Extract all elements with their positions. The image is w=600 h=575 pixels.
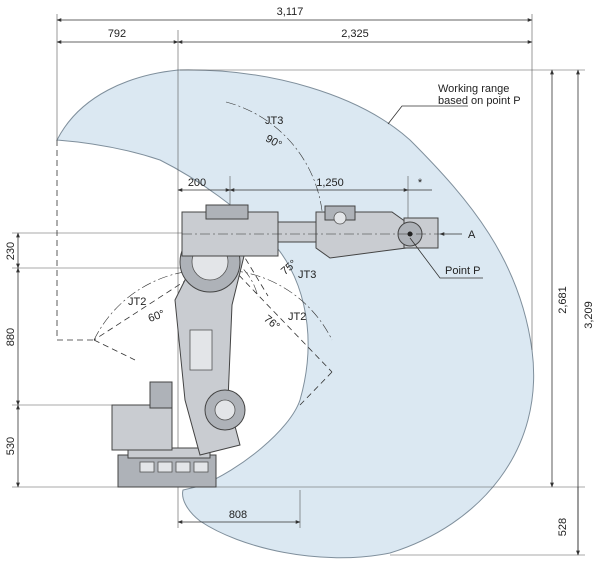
dim-height-880: 880 <box>5 328 17 346</box>
dim-lower-reach: 808 <box>229 509 247 521</box>
point-p-label: Point P <box>445 265 480 277</box>
dim-arm-length: 1,250 <box>316 177 344 189</box>
point-p-leader <box>409 237 483 279</box>
working-range-leader <box>387 105 468 125</box>
jt2-front-line <box>231 267 333 373</box>
jt2-left-angle: 60° <box>147 308 167 325</box>
jt2-left-label: JT2 <box>128 296 146 308</box>
jt2-front-limit <box>299 371 333 406</box>
jt2-right-label: JT2 <box>288 311 306 323</box>
rear-limit-dashed <box>56 140 94 341</box>
jt2-rear-limit <box>93 339 136 361</box>
jt2-right-angle: 76° <box>261 313 281 333</box>
jt3-lower-label: JT3 <box>298 269 316 281</box>
dim-height-2681: 2,681 <box>557 286 569 314</box>
dim-height-3209: 3,209 <box>583 301 595 329</box>
dim-height-230: 230 <box>5 242 17 260</box>
dim-total-width: 3,117 <box>277 6 304 18</box>
dim-height-530: 530 <box>5 437 17 455</box>
dim-rear-reach: 792 <box>108 28 126 40</box>
jt3-upper-label: JT3 <box>265 115 283 127</box>
dim-height-528: 528 <box>557 518 569 536</box>
point-p-marker <box>407 231 413 237</box>
working-range-label: Working range <box>438 83 509 95</box>
view-a-label: A <box>468 229 476 241</box>
dim-jt3-offset: 200 <box>188 177 206 189</box>
dim-front-reach: 2,325 <box>341 28 369 40</box>
robot-lower-arm <box>174 231 246 456</box>
robot-upper-arm <box>181 204 445 259</box>
working-range-label-2: based on point P <box>438 95 521 107</box>
dim-wrist-marker: * <box>418 177 423 189</box>
